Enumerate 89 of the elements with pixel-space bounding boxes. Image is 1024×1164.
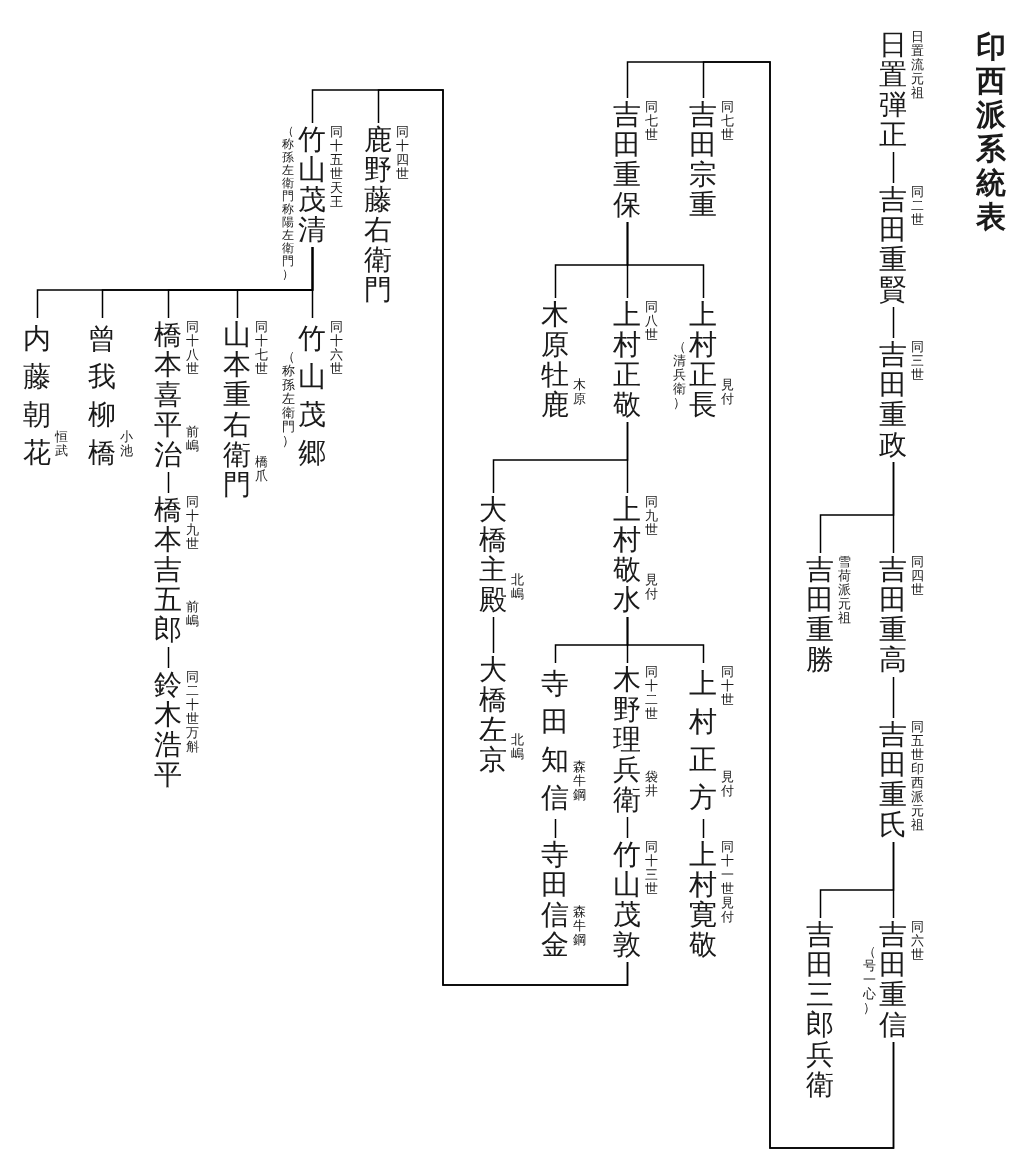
generation-note: 同五世印西派元祖 xyxy=(910,720,924,832)
generation-note: 同二世 xyxy=(910,185,924,227)
person-name: 上村正敬 xyxy=(612,300,642,420)
lineage-line xyxy=(311,89,629,986)
person-name: 寺田知信 xyxy=(540,666,570,816)
generation-note: 日置流元祖 xyxy=(910,30,924,100)
generation-note: 前嶋 xyxy=(185,600,199,628)
person-name: 吉田重氏 xyxy=(878,720,908,840)
generation-note: 橋爪 xyxy=(254,455,268,483)
lineage-line xyxy=(167,646,170,669)
generation-note: 袋井 xyxy=(644,770,658,798)
person-name: 吉田宗重 xyxy=(688,100,718,220)
generation-note: 同二十世万斛 xyxy=(185,670,199,754)
person-name: 木原牡鹿 xyxy=(540,300,570,420)
generation-note: 同七世 xyxy=(720,100,734,142)
lineage-line xyxy=(554,616,629,664)
person-name: 寺田信金 xyxy=(540,840,570,960)
lineage-line xyxy=(554,818,557,839)
person-name: 鹿野藤右衛門 xyxy=(363,125,393,305)
lineage-line xyxy=(819,461,895,554)
person-name: 竹山茂郷 xyxy=(297,321,327,471)
generation-note: 雪荷派元祖 xyxy=(837,555,851,625)
person-name: 上村寛敬 xyxy=(688,840,718,960)
person-name: 竹山茂清 xyxy=(297,125,327,245)
generation-note: 北嶋 xyxy=(510,573,524,601)
generation-note: 同十七世 xyxy=(254,320,268,376)
generation-note: 同十一世見付 xyxy=(720,840,734,924)
lineage-line xyxy=(554,221,629,299)
person-name: 上村敬水 xyxy=(612,495,642,615)
person-name: 吉田三郎兵衛 xyxy=(805,920,835,1100)
lineage-line xyxy=(892,306,895,339)
lineage-line xyxy=(167,471,170,494)
person-name: 山本重右衛門 xyxy=(222,320,252,500)
generation-note: 北嶋 xyxy=(510,733,524,761)
generation-note: 同十九世 xyxy=(185,495,199,551)
lineage-line xyxy=(626,816,629,839)
generation-note: 同六世 xyxy=(910,920,924,962)
person-name: 上村正長 xyxy=(688,300,718,420)
person-name: 曾我柳橋 xyxy=(87,321,117,471)
person-name: 大橋左京 xyxy=(478,655,508,775)
generation-note: 見付 xyxy=(720,378,734,406)
generation-note: （清兵衛） xyxy=(672,340,686,410)
generation-note: 同十四世 xyxy=(395,125,409,181)
person-name: 吉田重政 xyxy=(878,340,908,460)
generation-note: 前嶋 xyxy=(185,425,199,453)
person-name: 橋本喜平治 xyxy=(153,320,183,470)
generation-note: 同十五世天王 xyxy=(329,125,343,209)
generation-note: 同十八世 xyxy=(185,320,199,376)
generation-note: 同十六世 xyxy=(329,320,343,376)
generation-note: 同八世 xyxy=(644,300,658,342)
generation-note: 森牛鋼 xyxy=(572,760,586,802)
generation-note: 小池 xyxy=(119,430,133,458)
generation-note: （称孫左衛門） xyxy=(281,350,295,448)
person-name: 吉田重信 xyxy=(878,920,908,1040)
person-name: 吉田重保 xyxy=(612,100,642,220)
chart-title: 印西派系統表 xyxy=(975,30,1007,234)
lineage-line xyxy=(819,841,895,919)
person-name: 橋本吉五郎 xyxy=(153,495,183,645)
generation-note: 同十二世 xyxy=(644,665,658,721)
person-name: 上村正方 xyxy=(688,666,718,816)
person-name: 大橋主殿 xyxy=(478,495,508,615)
person-name: 鈴木浩平 xyxy=(153,670,183,790)
person-name: 吉田重賢 xyxy=(878,185,908,305)
generation-note: 恒武 xyxy=(54,430,68,458)
generation-note: 見付 xyxy=(720,770,734,798)
person-name: 木野理兵衛 xyxy=(612,665,642,815)
generation-note: 木原 xyxy=(572,378,586,406)
generation-note: （号一心） xyxy=(862,945,876,1015)
generation-note: 同十三世 xyxy=(644,840,658,896)
generation-note: 同四世 xyxy=(910,555,924,597)
lineage-line xyxy=(492,616,495,654)
lineage-line xyxy=(892,151,895,184)
generation-note: 同九世 xyxy=(644,495,658,537)
generation-note: （称孫左衛門称陽左衛門） xyxy=(281,125,295,281)
generation-note: 同十世 xyxy=(720,665,734,707)
generation-note: 森牛鋼 xyxy=(572,905,586,947)
lineage-line xyxy=(702,818,705,839)
person-name: 吉田重高 xyxy=(878,555,908,675)
generation-note: 同七世 xyxy=(644,100,658,142)
lineage-line xyxy=(892,676,895,719)
person-name: 内藤朝花 xyxy=(22,321,52,471)
lineage-line xyxy=(626,61,895,1149)
person-name: 竹山茂敦 xyxy=(612,840,642,960)
lineage-line xyxy=(492,421,629,494)
lineage-line xyxy=(36,246,314,319)
generation-note: 見付 xyxy=(644,573,658,601)
person-name: 吉田重勝 xyxy=(805,555,835,675)
generation-note: 同三世 xyxy=(910,340,924,382)
person-name: 日置弾正 xyxy=(878,30,908,150)
